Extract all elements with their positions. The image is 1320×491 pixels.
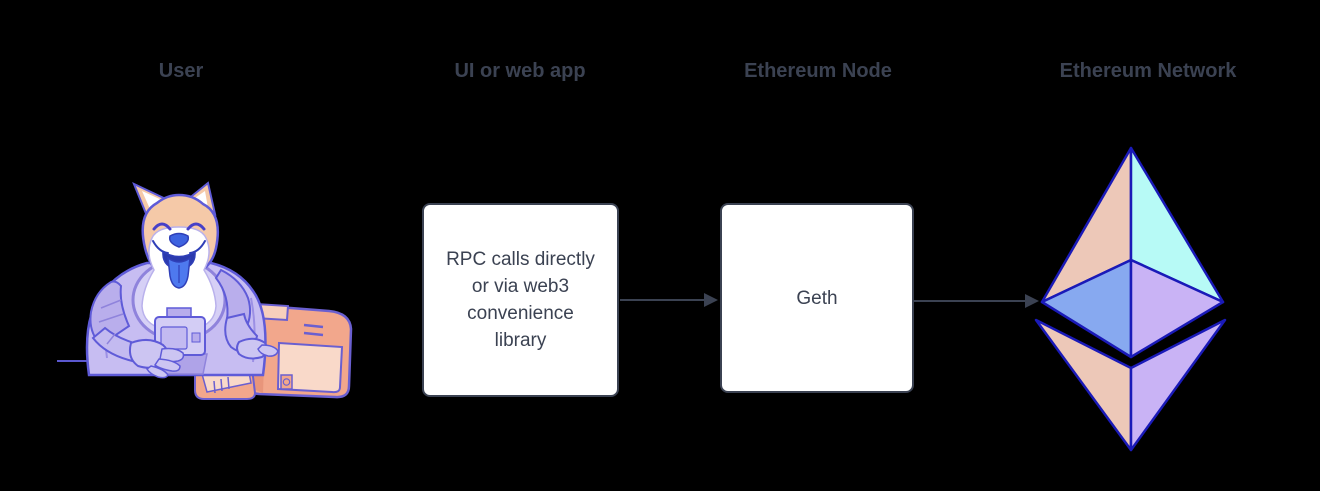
- chest-control-box: [154, 307, 206, 356]
- arrow-web-app-to-node-icon: [620, 293, 718, 307]
- ethereum-logo-icon: [1034, 146, 1227, 452]
- column-label-web-app: UI or web app: [454, 60, 586, 82]
- doge-astronaut-illustration: [57, 181, 353, 400]
- node-box-text: Geth: [796, 287, 838, 309]
- web-app-box-text-line: RPC calls directly: [446, 249, 595, 270]
- column-label-user: User: [158, 60, 204, 82]
- arrow-node-to-network-icon: [914, 294, 1039, 308]
- column-label-node: Ethereum Node: [744, 60, 892, 82]
- column-label-network: Ethereum Network: [1059, 60, 1237, 82]
- web-app-box: RPC calls directly or via web3 convenien…: [422, 203, 619, 397]
- robo-glove-right: [214, 268, 279, 360]
- web-app-box-text-line: library: [494, 330, 547, 351]
- web-app-box-text-line: convenience: [467, 303, 574, 324]
- node-box: Geth: [720, 203, 914, 393]
- robo-glove-left: [89, 280, 185, 379]
- web-app-box-text-line: or via web3: [471, 276, 570, 297]
- doge-astronaut: [85, 181, 279, 379]
